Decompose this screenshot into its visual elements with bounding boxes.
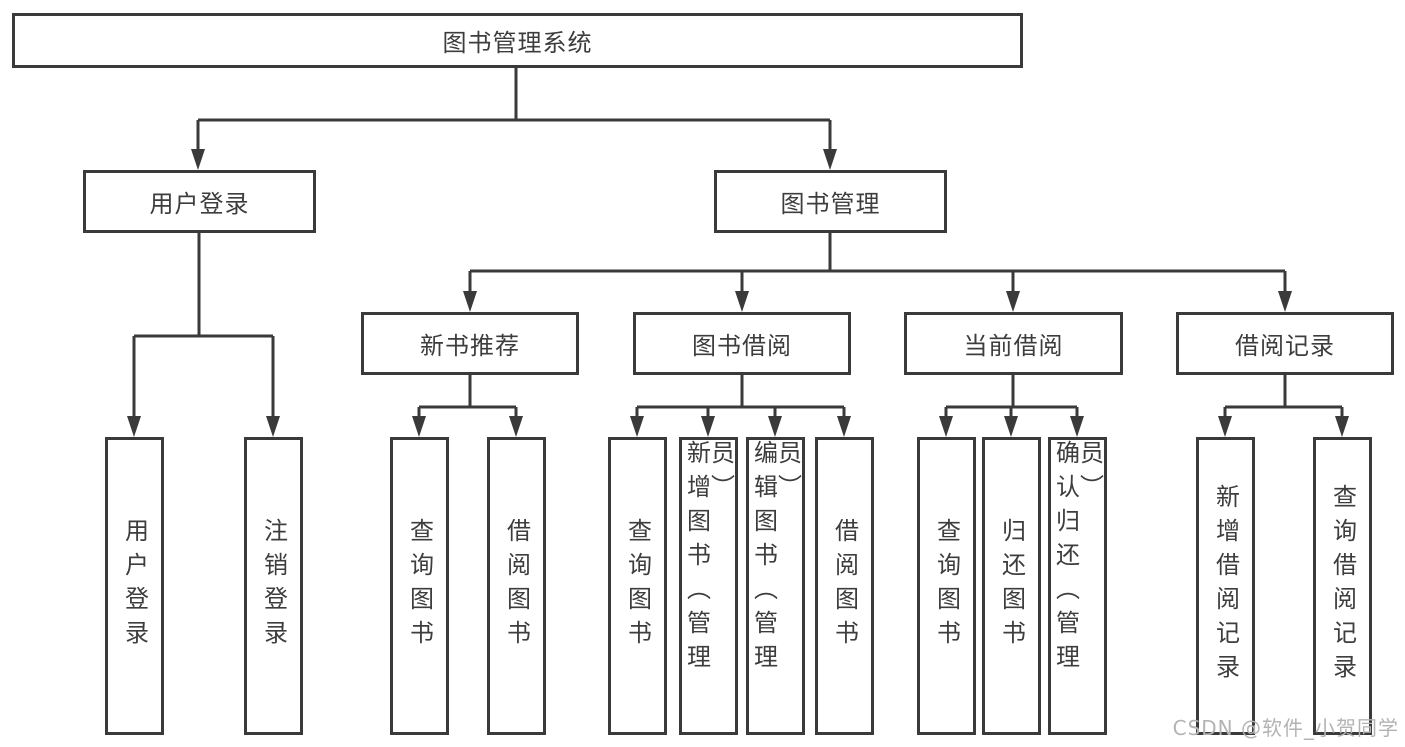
node-book-management: 图书管理 xyxy=(714,170,947,233)
connector-borrowing-records-split xyxy=(1223,375,1344,418)
node-current-borrowing: 当前借阅 xyxy=(904,312,1123,375)
node-new-book-recommend: 新书推荐 xyxy=(361,312,579,375)
node-nbr-query-book: 查询图书 xyxy=(390,437,449,735)
arrowhead xyxy=(412,416,426,437)
arrowhead xyxy=(735,291,749,312)
connector-book-borrowing-split xyxy=(635,375,846,418)
node-br-query-record: 查询借阅记录 xyxy=(1313,437,1372,735)
node-bb-add-book-admin: 新增图书（管理员） xyxy=(679,437,738,735)
arrowhead xyxy=(1278,291,1292,312)
node-cb-return-book: 归还图书 xyxy=(982,437,1041,735)
arrowhead xyxy=(509,416,523,437)
connector-root-split xyxy=(196,68,832,151)
node-cb-query-book: 查询图书 xyxy=(917,437,976,735)
node-borrowing-records: 借阅记录 xyxy=(1176,312,1394,375)
arrowhead xyxy=(1004,416,1018,437)
connector-current-borrowing-split xyxy=(944,375,1079,418)
node-br-add-record: 新增借阅记录 xyxy=(1196,437,1255,735)
node-user-login-leaf: 用户登录 xyxy=(105,437,164,735)
arrowheads xyxy=(127,149,1349,437)
node-bb-query-book: 查询图书 xyxy=(608,437,667,735)
node-library-management-system: 图书管理系统 xyxy=(12,13,1023,68)
arrowhead xyxy=(630,416,644,437)
connector-user-login-split xyxy=(132,233,275,418)
arrowhead xyxy=(939,416,953,437)
node-book-borrowing: 图书借阅 xyxy=(633,312,851,375)
arrowhead xyxy=(463,291,477,312)
arrowhead xyxy=(127,416,141,437)
node-user-login: 用户登录 xyxy=(83,170,316,233)
node-cb-confirm-return-admin: 确认归还（管理员） xyxy=(1048,437,1107,735)
node-bb-borrow-book: 借阅图书 xyxy=(815,437,874,735)
csdn-watermark: CSDN @软件_小贺同学 xyxy=(1172,716,1399,740)
connector-new-book-recommend-split xyxy=(417,375,518,418)
arrowhead xyxy=(1218,416,1232,437)
node-nbr-borrow-book: 借阅图书 xyxy=(487,437,546,735)
arrowhead xyxy=(823,149,837,170)
arrowhead xyxy=(701,416,715,437)
arrowhead xyxy=(191,149,205,170)
node-bb-edit-book-admin: 编辑图书（管理员） xyxy=(746,437,805,735)
arrowhead xyxy=(837,416,851,437)
connector-book-management-split xyxy=(468,233,1287,293)
arrowhead xyxy=(1335,416,1349,437)
arrowhead xyxy=(266,416,280,437)
arrowhead xyxy=(1070,416,1084,437)
arrowhead xyxy=(1006,291,1020,312)
arrowhead xyxy=(768,416,782,437)
node-logout: 注销登录 xyxy=(244,437,303,735)
